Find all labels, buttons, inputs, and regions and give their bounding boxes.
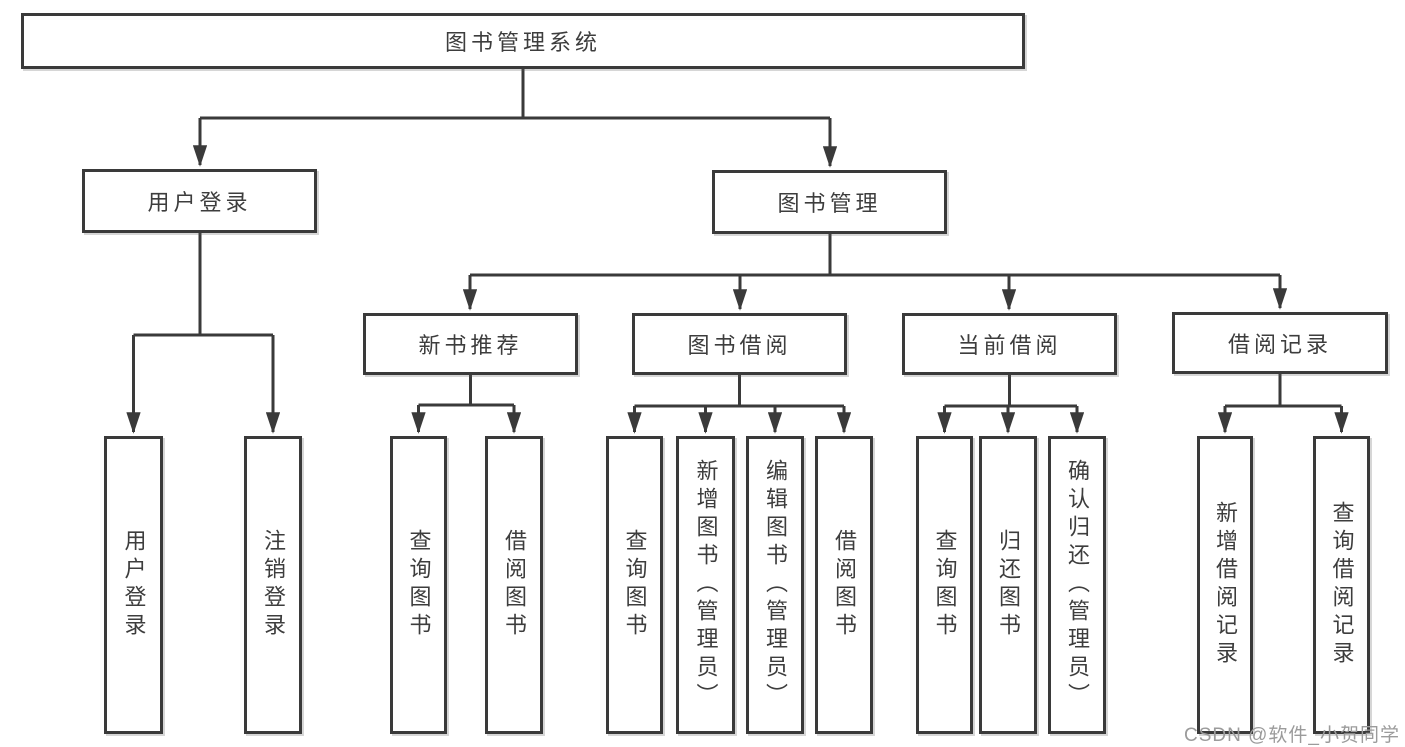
leaf-return-books: 归还图书	[979, 436, 1037, 734]
leaf-query-books-recommend: 查询图书	[390, 436, 447, 734]
leaf-query-books-current: 查询图书	[916, 436, 973, 734]
node-current-borrowing: 当前借阅	[902, 313, 1117, 375]
node-user-login: 用户登录	[82, 169, 317, 233]
leaf-user-login: 用户登录	[104, 436, 163, 734]
leaf-borrow-books-recommend: 借阅图书	[485, 436, 543, 734]
leaf-query-borrow-record: 查询借阅记录	[1313, 436, 1370, 734]
leaf-query-books-borrowing: 查询图书	[606, 436, 663, 734]
node-library-system: 图书管理系统	[21, 13, 1025, 69]
leaf-add-borrow-record: 新增借阅记录	[1197, 436, 1253, 734]
node-book-borrowing: 图书借阅	[632, 313, 847, 375]
leaf-add-book-admin: 新增图书（管理员）	[676, 436, 735, 734]
leaf-logout: 注销登录	[244, 436, 302, 734]
csdn-watermark: CSDN @软件_小贺同学	[1184, 725, 1400, 746]
leaf-edit-book-admin: 编辑图书（管理员）	[746, 436, 804, 734]
leaf-confirm-return-admin: 确认归还（管理员）	[1048, 436, 1106, 734]
node-book-management: 图书管理	[712, 170, 947, 234]
leaf-borrow-books: 借阅图书	[815, 436, 873, 734]
node-borrowing-records: 借阅记录	[1172, 312, 1388, 374]
node-new-book-recommend: 新书推荐	[363, 313, 578, 375]
